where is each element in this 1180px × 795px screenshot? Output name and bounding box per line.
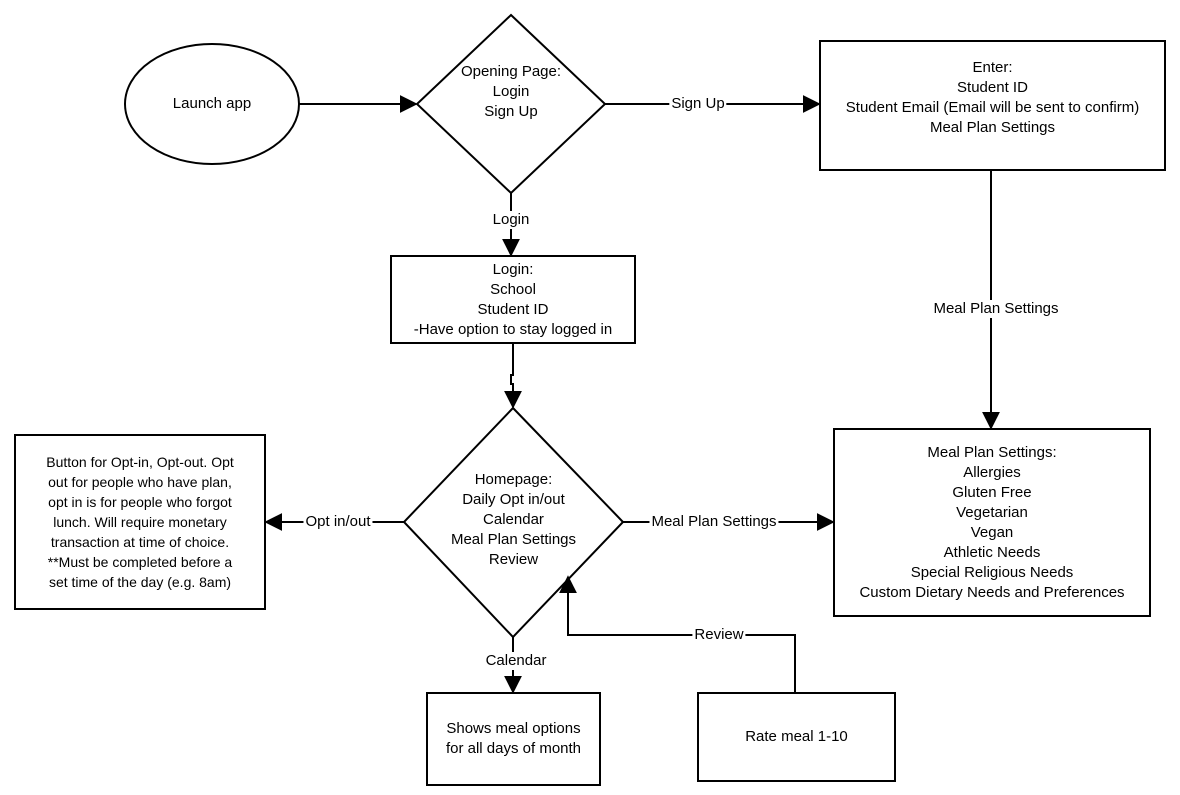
meal-plan-custom-needs: Custom Dietary Needs and Preferences <box>859 583 1125 601</box>
edge-label-signup: Sign Up <box>669 95 727 113</box>
meal-plan-allergies: Allergies <box>963 463 1021 481</box>
optin-line-7: set time of the day (e.g. 8am) <box>48 574 232 590</box>
login-stay-logged-in: -Have option to stay logged in <box>413 320 613 338</box>
calendar-line-1: Shows meal options <box>446 720 581 737</box>
signup-text: Enter: Student ID Student Email (Email w… <box>820 41 1165 170</box>
homepage-title: Homepage: <box>474 470 553 488</box>
signup-student-id: Student ID <box>957 78 1028 96</box>
optin-line-1: Button for Opt-in, Opt-out. Opt <box>46 454 234 470</box>
opening-page-signup-item: Sign Up <box>484 103 538 120</box>
edge-rate-to-homepage <box>559 575 796 693</box>
meal-plan-title: Meal Plan Settings: <box>927 443 1057 461</box>
signup-title: Enter: <box>972 58 1013 76</box>
optin-line-6: **Must be completed before a <box>47 554 233 570</box>
meal-plan-settings-text: Meal Plan Settings: Allergies Gluten Fre… <box>834 429 1150 616</box>
meal-plan-settings-lines: Meal Plan Settings: Allergies Gluten Fre… <box>859 443 1124 603</box>
rate-meal-lines: Rate meal 1-10 <box>745 727 848 747</box>
meal-plan-vegan: Vegan <box>970 523 1014 541</box>
rate-meal-box <box>697 692 896 782</box>
calendar-text: Shows meal options for all days of month <box>427 693 600 785</box>
homepage-text: Homepage: Daily Opt in/out Calendar Meal… <box>404 408 623 637</box>
calendar-lines: Shows meal options for all days of month <box>446 719 581 759</box>
login-title: Login: <box>492 260 534 278</box>
optin-lines: Button for Opt-in, Opt-out. Opt out for … <box>46 452 234 592</box>
login-school: School <box>490 280 536 298</box>
edge-label-opt-in-out: Opt in/out <box>303 513 373 531</box>
rate-meal-line: Rate meal 1-10 <box>745 728 848 745</box>
signup-student-email: Student Email (Email will be sent to con… <box>845 98 1140 116</box>
opening-page-lines: Opening Page: Login Sign Up <box>461 62 561 122</box>
login-text: Login: School Student ID -Have option to… <box>391 256 635 343</box>
opening-page-title: Opening Page: <box>460 63 562 80</box>
edge-label-meal-plan-top: Meal Plan Settings <box>931 300 1061 318</box>
homepage-lines: Homepage: Daily Opt in/out Calendar Meal… <box>451 470 576 570</box>
launch-app-line: Launch app <box>172 95 252 112</box>
calendar-line-2: for all days of month <box>445 740 582 757</box>
homepage-review: Review <box>488 550 539 568</box>
edge-label-review: Review <box>692 626 746 644</box>
login-student-id: Student ID <box>477 300 549 318</box>
optin-line-4: lunch. Will require monetary <box>53 514 227 530</box>
signup-meal-plan-settings: Meal Plan Settings <box>929 118 1056 136</box>
login-lines: Login: School Student ID -Have option to… <box>414 260 612 340</box>
meal-plan-gluten-free: Gluten Free <box>952 483 1032 501</box>
signup-lines: Enter: Student ID Student Email (Email w… <box>846 58 1139 138</box>
launch-app-text: Launch app <box>125 44 299 164</box>
homepage-meal-plan-settings: Meal Plan Settings <box>450 530 577 548</box>
optin-line-5: transaction at time of choice. <box>50 534 230 550</box>
opening-page-login-item: Login <box>492 83 530 100</box>
optin-text: Button for Opt-in, Opt-out. Opt out for … <box>15 435 265 609</box>
meal-plan-athletic-needs: Athletic Needs <box>943 543 1041 561</box>
edge-label-meal-plan-home: Meal Plan Settings <box>649 513 779 531</box>
optin-line-3: opt in is for people who forgot <box>48 494 232 510</box>
rate-meal-text: Rate meal 1-10 <box>698 693 895 781</box>
edge-label-login: Login <box>490 211 532 229</box>
homepage-calendar: Calendar <box>483 510 544 528</box>
meal-plan-religious-needs: Special Religious Needs <box>910 563 1074 581</box>
opening-page-text: Opening Page: Login Sign Up <box>417 15 605 193</box>
homepage-daily-opt: Daily Opt in/out <box>462 490 565 508</box>
edge-login-to-homepage <box>504 343 522 409</box>
meal-plan-vegetarian: Vegetarian <box>956 503 1028 521</box>
optin-line-2: out for people who have plan, <box>48 474 232 490</box>
launch-app-lines: Launch app <box>173 94 251 114</box>
edge-label-calendar: Calendar <box>483 652 549 670</box>
